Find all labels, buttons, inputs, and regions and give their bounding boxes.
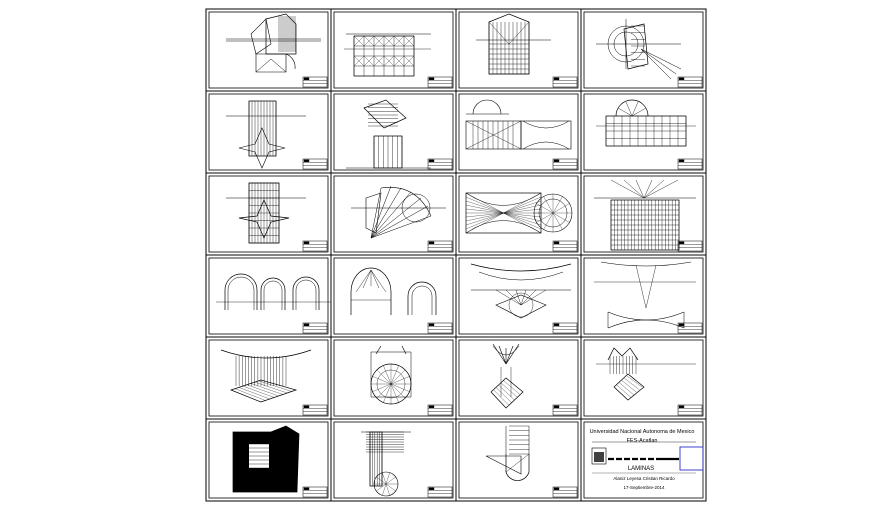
plate-column-disc [330,418,457,502]
blue-frame [679,446,704,471]
plate-cylinder-section [455,418,582,502]
plate-hyperbolic-paraboloid [580,254,707,338]
plate-domes [330,254,457,338]
author-label: Alaniz Leyesa Cristian Ricardo [613,476,675,481]
plate-star-projection [205,90,332,174]
plates-grid [205,8,707,502]
unam-crest-icon [594,452,604,462]
plate-tilted-cube [330,90,457,174]
plate-radial-projection [580,8,707,92]
title-block: Universidad Nacional Autonoma de Mexico … [590,429,695,490]
plate-title-sheet [580,418,707,502]
plate-cone-fan [330,172,457,256]
subject-label: LAMINAS [628,466,654,472]
plate-vault-plan [455,90,582,174]
plate-saddle-mesh [205,336,332,420]
plate-crown-shell [580,336,707,420]
plate-dome-plan [580,90,707,174]
plate-spiral-disc [330,336,457,420]
plate-saddle-section [455,254,582,338]
plate-star-dome [205,172,332,256]
plate-prism-projection [205,8,332,92]
plate-hyperboloid [455,172,582,256]
plate-ruled-surface [580,172,707,256]
plate-umbrella-shell [455,336,582,420]
plate-diamond-grid [330,8,457,92]
university-label: Universidad Nacional Autonoma de Mexico [590,429,695,435]
campus-label: FES-Acatlan [627,438,658,444]
plate-arches [205,254,332,338]
date-label: 17-Septiembre-2014 [623,485,665,490]
plate-folded-plate [205,418,332,502]
plate-star-grid [455,8,582,92]
